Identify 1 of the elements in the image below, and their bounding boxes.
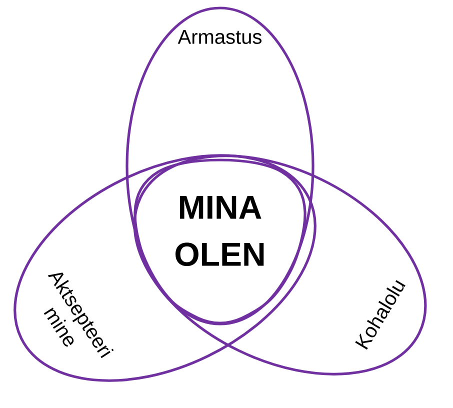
rounded-triangle: MINA OLEN	[134, 158, 306, 324]
